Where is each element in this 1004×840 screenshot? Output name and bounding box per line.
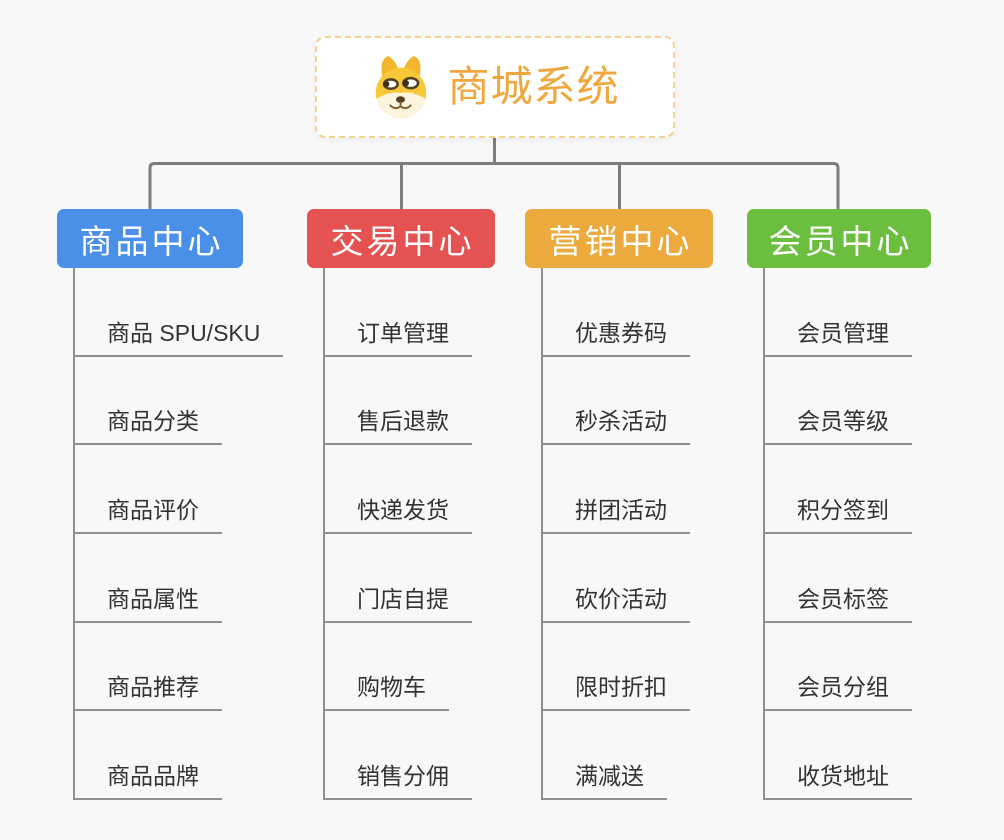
branch-header-product-center[interactable]: 商品中心 <box>57 209 243 268</box>
root-node[interactable]: 商城系统 <box>315 36 675 138</box>
sub-item[interactable]: 销售分佣 <box>325 711 472 801</box>
sub-item[interactable]: 售后退款 <box>325 357 472 446</box>
sub-item[interactable]: 拼团活动 <box>543 445 690 535</box>
branch-children-trade-center: 订单管理售后退款快递发货门店自提购物车销售分佣 <box>323 268 472 801</box>
sub-item[interactable]: 会员管理 <box>765 268 912 357</box>
sub-item[interactable]: 秒杀活动 <box>543 357 690 446</box>
branch-trade-center: 交易中心订单管理售后退款快递发货门店自提购物车销售分佣 <box>307 209 495 801</box>
sub-item[interactable]: 商品品牌 <box>75 711 222 801</box>
sub-item[interactable]: 商品 SPU/SKU <box>75 268 284 357</box>
sub-item[interactable]: 会员分组 <box>765 623 912 712</box>
sub-item[interactable]: 购物车 <box>325 623 449 712</box>
root-title: 商城系统 <box>447 63 620 110</box>
sub-item[interactable]: 收货地址 <box>765 711 912 801</box>
sub-item[interactable]: 优惠券码 <box>543 268 690 357</box>
sub-item[interactable]: 商品推荐 <box>75 623 222 712</box>
branch-children-member-center: 会员管理会员等级积分签到会员标签会员分组收货地址 <box>763 268 912 801</box>
sub-item[interactable]: 商品分类 <box>75 357 222 446</box>
branch-header-member-center[interactable]: 会员中心 <box>747 209 931 268</box>
branch-header-marketing-center[interactable]: 营销中心 <box>525 209 713 268</box>
branch-header-trade-center[interactable]: 交易中心 <box>307 209 495 268</box>
branch-marketing-center: 营销中心优惠券码秒杀活动拼团活动砍价活动限时折扣满减送 <box>525 209 713 801</box>
sub-item[interactable]: 商品评价 <box>75 445 222 535</box>
sub-item[interactable]: 砍价活动 <box>543 534 690 623</box>
sub-item[interactable]: 订单管理 <box>325 268 472 357</box>
sub-item[interactable]: 商品属性 <box>75 534 222 623</box>
sub-item[interactable]: 快递发货 <box>325 445 472 535</box>
tree-connector-paths <box>148 137 840 209</box>
branch-children-marketing-center: 优惠券码秒杀活动拼团活动砍价活动限时折扣满减送 <box>541 268 690 801</box>
doge-face-icon <box>376 56 427 118</box>
sub-item[interactable]: 限时折扣 <box>543 623 690 712</box>
branch-member-center: 会员中心会员管理会员等级积分签到会员标签会员分组收货地址 <box>747 209 931 801</box>
sub-item[interactable]: 门店自提 <box>325 534 472 623</box>
sub-item[interactable]: 积分签到 <box>765 445 912 535</box>
sub-item[interactable]: 会员标签 <box>765 534 912 623</box>
sub-item[interactable]: 满减送 <box>543 711 667 801</box>
sub-item[interactable]: 会员等级 <box>765 357 912 446</box>
